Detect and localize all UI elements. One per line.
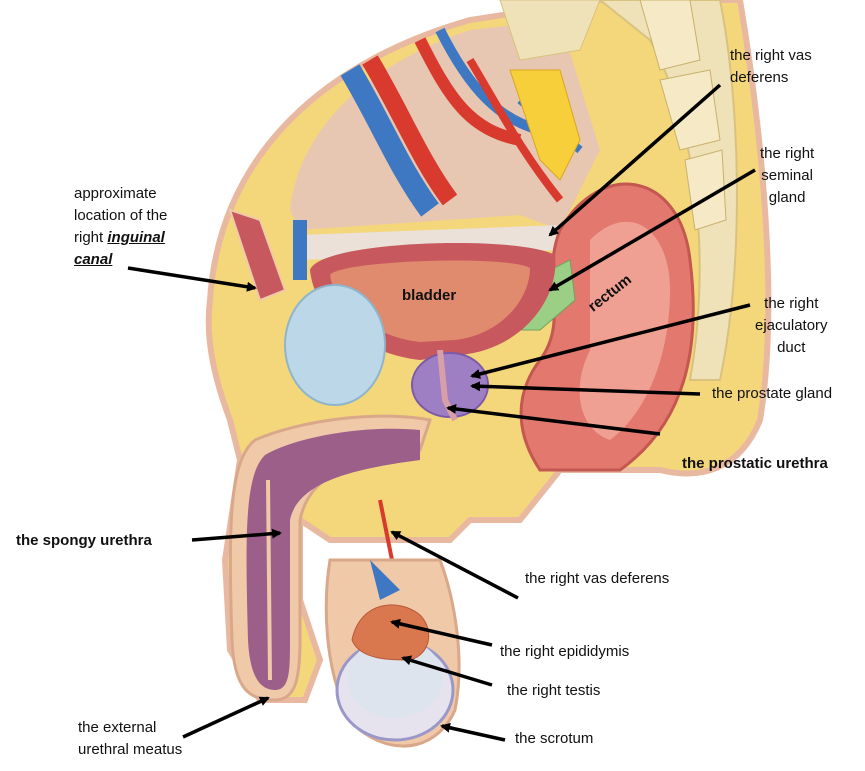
pubic-symphysis <box>284 284 386 406</box>
arrow-vas-upper <box>548 83 722 237</box>
label-ejaculatory-duct: the right ejaculatory duct <box>755 295 828 356</box>
arrow-ejaculatory <box>470 303 751 379</box>
label-seminal-gland: the right seminal gland <box>760 145 815 206</box>
penis <box>228 414 432 702</box>
label-spongy-urethra: the spongy urethra <box>16 532 152 549</box>
label-inguinal-canal: approximate location of the right inguin… <box>74 185 168 268</box>
arrow-prostate <box>470 381 701 396</box>
label-testis: the right testis <box>507 682 601 699</box>
arrow-scrotum <box>440 722 506 742</box>
scrotum-organ <box>324 558 461 748</box>
sacral-nerves <box>509 69 581 181</box>
rectum-organ <box>519 182 695 472</box>
arrow-vas-lower <box>390 530 519 600</box>
sacrum <box>499 0 738 381</box>
arrow-testis <box>401 655 493 687</box>
leader-arrows <box>127 83 756 742</box>
arrow-prostatic-urethra <box>446 404 661 436</box>
arrow-epididymis <box>390 618 493 647</box>
inguinal-region <box>228 208 287 302</box>
label-vas-lower: the right vas deferens <box>525 570 670 587</box>
arrow-inguinal <box>127 266 257 292</box>
label-scrotum: the scrotum <box>515 730 594 747</box>
label-prostatic-urethra: the prostatic urethra <box>682 455 828 472</box>
arrow-seminal <box>548 168 756 292</box>
label-vas-upper: the right vas deferens <box>730 47 812 86</box>
label-epididymis: the right epididymis <box>500 643 630 660</box>
label-external-urethral-meatus: the external urethral meatus <box>78 719 183 758</box>
arrow-spongy-urethra <box>191 528 282 542</box>
label-prostate-gland: the prostate gland <box>712 385 833 402</box>
arrow-meatus <box>182 696 270 739</box>
bladder-label: bladder <box>402 287 457 304</box>
